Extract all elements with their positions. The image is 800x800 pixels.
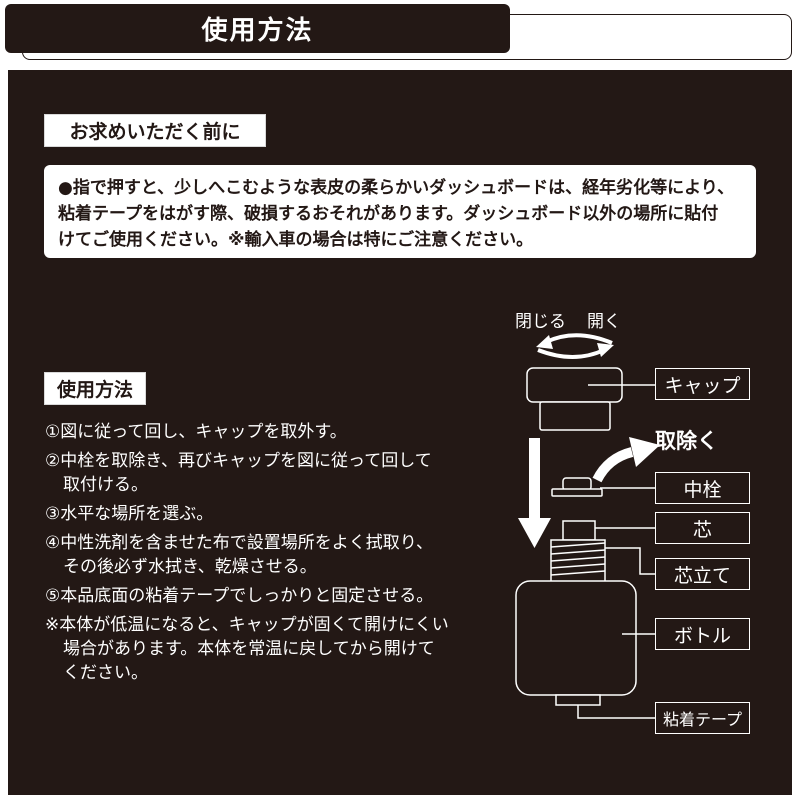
step-line: ⑤本品底面の粘着テープでしっかりと固定させる。: [45, 586, 434, 606]
close-arrowhead: [536, 335, 553, 349]
usage-section-title: 使用方法: [44, 372, 146, 405]
step-3: ③水平な場所を選ぶ。: [45, 502, 475, 526]
inner-plug-flange: [551, 488, 603, 497]
usage-note: ※本体が低温になると、キャップが固くて開けにくい 場合があります。本体を常温に戻…: [45, 613, 475, 685]
note-line: 場合があります。本体を常温に戻してから開けて: [63, 639, 435, 659]
notice-line: けてご使用ください。※輸入車の場合は特にご注意ください。: [58, 230, 534, 250]
bottle-shape: [515, 580, 637, 696]
cap-shape: [526, 367, 623, 431]
step-line: ①図に従って回し、キャップを取外す。: [45, 422, 347, 442]
header-tab: 使用方法: [5, 4, 510, 53]
wick-shape: [562, 520, 596, 541]
wick-holder-leader-line: [605, 547, 655, 575]
inner-plug-knob: [562, 477, 592, 491]
cap-skirt: [539, 401, 611, 431]
down-arrow-icon: [518, 438, 551, 548]
notice-line: 粘着テープをはがす際、破損するおそれがあります。ダッシュボード以外の場所に貼付: [58, 204, 719, 224]
usage-steps: ①図に従って回し、キャップを取外す。 ②中栓を取除き、再びキャップを図に従って回…: [45, 420, 475, 690]
notice-section-title: お求めいただく前に: [44, 114, 266, 147]
wick-holder-shape: [550, 539, 606, 583]
inner-plug-shape: [551, 477, 603, 497]
page-title: 使用方法: [201, 16, 314, 46]
down-arrow-shaft: [529, 438, 540, 520]
note-line: ※本体が低温になると、キャップが固くて開けにくい: [45, 615, 449, 635]
cap-label: キャップ: [655, 368, 750, 400]
curved-arrow-icon: [592, 437, 660, 483]
step-line: ③水平な場所を選ぶ。: [45, 504, 214, 524]
step-line: 取付ける。: [63, 475, 148, 495]
close-label: 閉じる: [515, 312, 566, 332]
open-label: 開く: [587, 312, 621, 332]
step-line: ②中栓を取除き、再びキャップを図に従って回して: [45, 451, 432, 471]
notice-box: ●指で押すと、少しへこむような表皮の柔らかいダッシュボードは、経年劣化等により、…: [44, 165, 756, 258]
wick-holder-label: 芯立て: [655, 558, 750, 590]
rotate-arrows-icon: [536, 333, 614, 359]
close-arrow: [545, 333, 613, 345]
open-arrowhead: [597, 343, 614, 357]
adhesive-tape-leader-line: [577, 705, 655, 719]
adhesive-tape-label: 粘着テープ: [655, 702, 750, 734]
step-5: ⑤本品底面の粘着テープでしっかりと固定させる。: [45, 584, 475, 608]
step-1: ①図に従って回し、キャップを取外す。: [45, 420, 475, 444]
note-line: ください。: [63, 663, 148, 683]
down-arrow-head: [518, 518, 551, 548]
curved-arrow-head: [629, 437, 660, 467]
adhesive-tape-shape: [555, 694, 601, 706]
step-line: ④中性洗剤を含ませた布で設置場所をよく拭取り、: [45, 533, 434, 553]
inner-plug-label: 中栓: [655, 472, 750, 504]
open-arrow: [537, 348, 605, 359]
bottle-label: ボトル: [655, 618, 750, 650]
curved-arrow-body: [592, 447, 634, 483]
wick-label: 芯: [655, 512, 750, 544]
neck-threads: [550, 542, 606, 576]
notice-line: ●指で押すと、少しへこむような表皮の柔らかいダッシュボードは、経年劣化等により、: [58, 178, 735, 198]
step-line: その後必ず水拭き、乾燥させる。: [63, 557, 317, 577]
remove-label: 取除く: [655, 429, 718, 453]
step-2: ②中栓を取除き、再びキャップを図に従って回して 取付ける。: [45, 449, 475, 497]
step-4: ④中性洗剤を含ませた布で設置場所をよく拭取り、 その後必ず水拭き、乾燥させる。: [45, 531, 475, 579]
